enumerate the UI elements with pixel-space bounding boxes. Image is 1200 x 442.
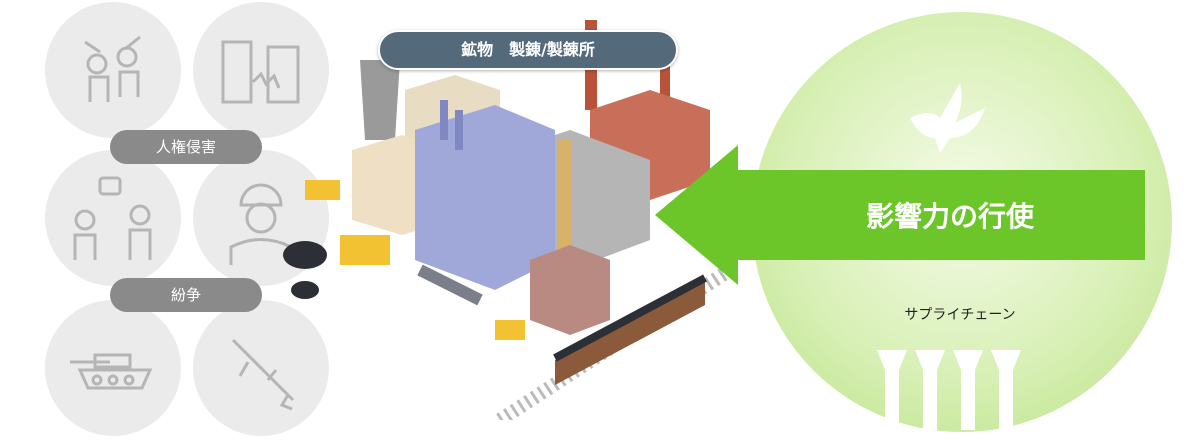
coal-train	[555, 280, 705, 385]
human-rights-label: 人権侵害	[110, 130, 262, 164]
dump-truck	[340, 235, 390, 265]
supply-chain-label: サプライチェーン	[904, 307, 1016, 323]
influence-label: 影響力の行使	[865, 200, 1034, 233]
tank-icon	[70, 353, 153, 390]
influence-arrow	[655, 145, 1145, 285]
smelter-factory-illustration	[283, 20, 734, 420]
people-icon	[877, 350, 1021, 430]
coal-pile	[283, 241, 327, 269]
rifle-icon-circle	[193, 300, 329, 436]
bribery-icon	[73, 176, 152, 260]
dove-icon	[910, 83, 985, 153]
minerals-smelter-title: 鉱物 製錬/製錬所	[378, 30, 678, 70]
protest-icon-circle	[45, 2, 181, 138]
bribery-icon-circle	[45, 150, 181, 286]
rifle-icon	[231, 338, 295, 411]
conflict-label: 紛争	[110, 278, 262, 312]
cooling-tower	[360, 60, 400, 140]
blue-factory	[415, 105, 555, 290]
bulldozer	[495, 320, 525, 340]
truck	[305, 180, 340, 200]
protest-icon	[84, 35, 141, 102]
tank-icon-circle	[45, 300, 181, 436]
destroyed-building-icon-circle	[193, 2, 329, 138]
destroyed-building-icon	[221, 40, 300, 104]
tall-chimney	[558, 140, 572, 270]
